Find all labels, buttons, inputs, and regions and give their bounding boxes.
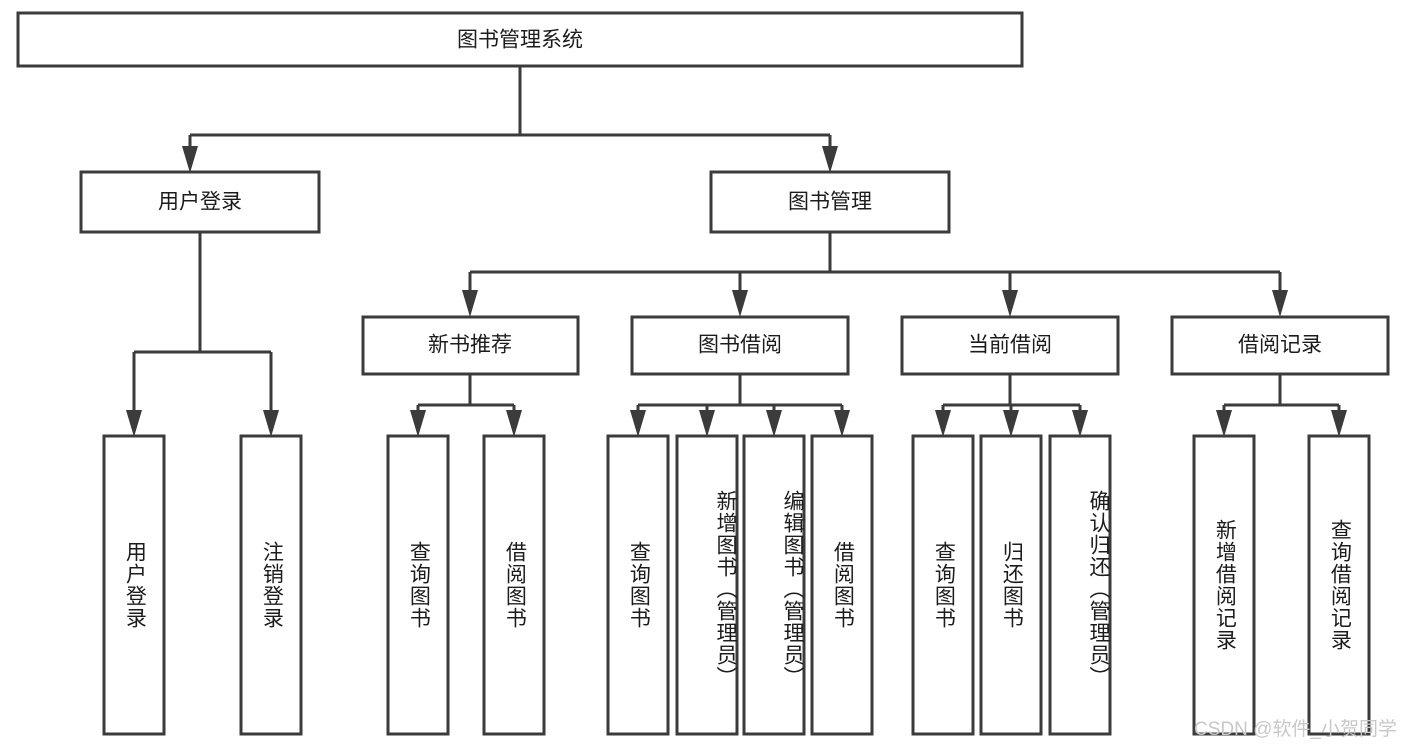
connector-borrowrecord-to-leaves (1216, 374, 1347, 437)
node-leaf-add-record[interactable] (1192, 434, 1256, 736)
node-current-borrow[interactable] (900, 315, 1120, 376)
node-leaf-borrow-book-1[interactable] (482, 434, 546, 736)
node-leaf-query-book-3[interactable] (911, 434, 975, 736)
node-book-manage-label: 图书管理 (788, 191, 872, 214)
node-root-label: 图书管理系统 (457, 29, 583, 52)
node-book-borrow-label: 图书借阅 (698, 334, 782, 357)
node-new-book-rec-label: 新书推荐 (428, 334, 512, 357)
node-borrow-record[interactable] (1170, 315, 1390, 376)
node-leaf-return-book[interactable] (979, 434, 1043, 736)
node-borrow-record-label: 借阅记录 (1238, 334, 1322, 357)
connector-userlogin-to-leaves (126, 232, 279, 437)
node-book-manage[interactable] (709, 170, 951, 234)
watermark: CSDN @软件_小贺同学 (1194, 719, 1397, 740)
node-user-login[interactable] (79, 170, 321, 234)
connector-bookborrow-to-leaves (630, 374, 850, 437)
connector-newbook-to-leaves (410, 374, 522, 437)
node-leaf-add-book[interactable] (675, 434, 739, 736)
node-leaf-query-book-2[interactable] (606, 434, 670, 736)
connector-currentborrow-to-leaves (935, 374, 1088, 437)
node-leaf-edit-book[interactable] (742, 434, 806, 736)
node-book-borrow[interactable] (630, 315, 850, 376)
node-leaf-user-login[interactable] (102, 434, 166, 736)
node-leaf-confirm-return[interactable] (1048, 434, 1112, 736)
connector-root-to-level2 (182, 66, 838, 173)
node-leaf-borrow-book-2[interactable] (810, 434, 874, 736)
connector-bookmanage-to-level3 (462, 232, 1288, 317)
node-root[interactable] (16, 11, 1024, 68)
node-user-login-label: 用户登录 (158, 191, 242, 214)
node-leaf-query-record[interactable] (1307, 434, 1371, 736)
node-new-book-rec[interactable] (361, 315, 580, 376)
node-current-borrow-label: 当前借阅 (968, 334, 1052, 357)
node-leaf-user-logout[interactable] (239, 434, 303, 736)
node-leaf-query-book-1[interactable] (386, 434, 450, 736)
